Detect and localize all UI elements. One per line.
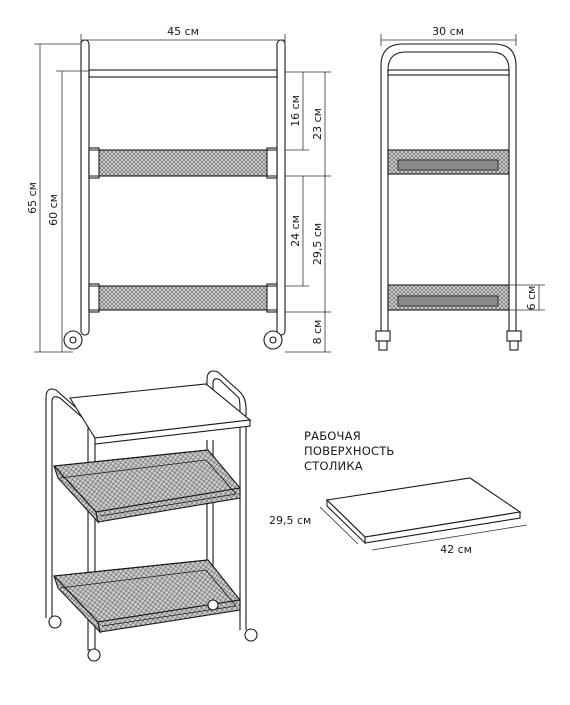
persp-wheel-front-left — [87, 648, 101, 662]
side-width-label: 30 см — [432, 25, 464, 38]
front-total-height-label: 65 см — [26, 182, 39, 214]
side-right-caster — [506, 330, 522, 351]
side-basket-height-label: 6 см — [525, 286, 538, 311]
side-top-shelf — [387, 69, 510, 76]
front-frame-height-label: 60 см — [47, 194, 60, 226]
side-frame-outer — [380, 43, 517, 335]
side-view — [375, 43, 522, 351]
front-left-post — [80, 39, 90, 336]
persp-upper-basket — [52, 449, 242, 524]
front-dimension-lines — [34, 34, 331, 353]
front-right-post — [276, 39, 286, 336]
persp-top-shelf — [69, 383, 252, 445]
persp-lower-basket — [52, 559, 242, 634]
tabletop-dimension-lines — [319, 506, 528, 551]
front-left-wheel — [63, 330, 83, 350]
side-frame-inner — [387, 51, 510, 335]
front-lower-basket — [88, 283, 278, 313]
tabletop-caption-line-2: ПОВЕРХНОСТЬ — [304, 444, 395, 458]
side-left-caster — [375, 330, 391, 351]
tabletop-length-label: 42 см — [440, 543, 472, 556]
front-middle-span-label: 29,5 см — [311, 223, 324, 265]
front-width-label: 45 см — [167, 25, 199, 38]
front-top-gap-label: 16 см — [289, 95, 302, 127]
tabletop-caption-line-1: РАБОЧАЯ — [304, 429, 361, 443]
front-right-wheel — [263, 330, 283, 350]
persp-left-handle — [45, 388, 91, 618]
persp-wheel-back-right — [207, 599, 219, 611]
tabletop-panel — [325, 477, 522, 545]
persp-wheel-back-left — [48, 615, 62, 629]
front-top-to-basket-label: 23 см — [311, 108, 324, 140]
front-basket-gap-label: 24 см — [289, 215, 302, 247]
front-bottom-clearance-label: 8 см — [311, 320, 324, 345]
side-dimension-lines — [380, 34, 545, 311]
tabletop-caption-line-3: СТОЛИКА — [304, 459, 363, 473]
front-view — [63, 39, 286, 350]
tabletop-depth-label: 29,5 см — [269, 514, 311, 527]
front-top-shelf — [88, 69, 278, 78]
persp-wheel-front-right — [244, 628, 258, 642]
persp-right-handle — [206, 370, 247, 630]
front-upper-basket — [88, 147, 278, 179]
side-lower-basket — [387, 284, 510, 311]
side-upper-basket — [387, 149, 510, 175]
perspective-view — [45, 370, 258, 662]
